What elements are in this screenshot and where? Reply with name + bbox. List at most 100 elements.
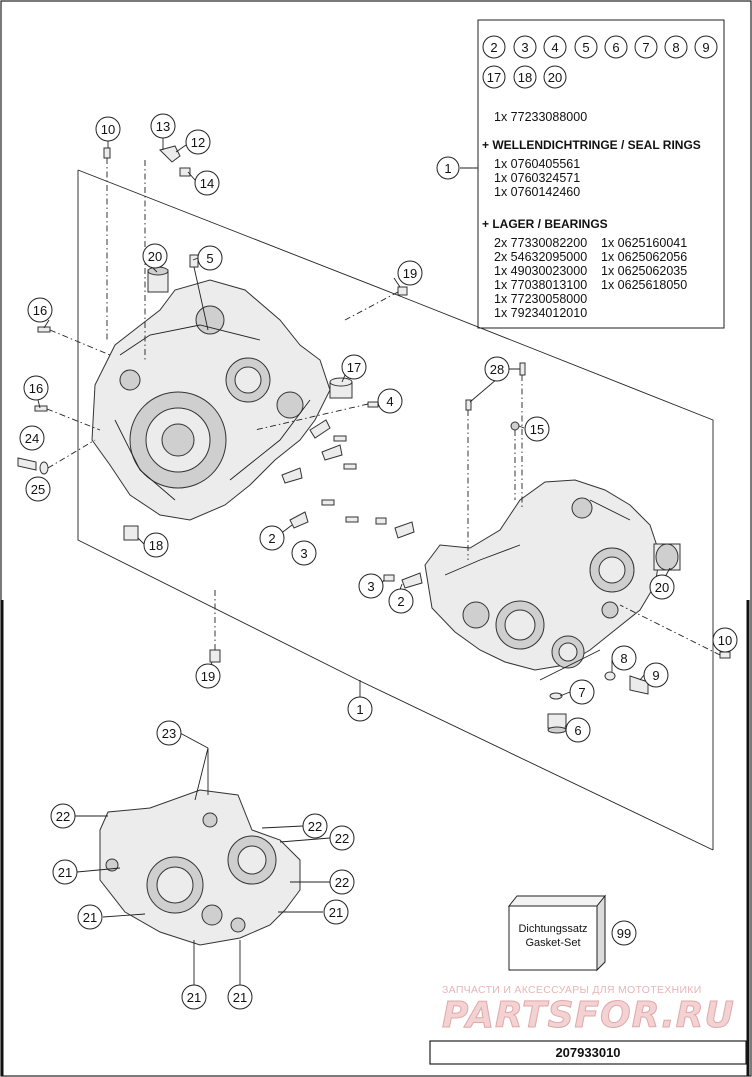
svg-text:8: 8: [620, 651, 627, 666]
callout-3-right: 3: [358, 573, 384, 599]
callout-2-left: 2: [259, 525, 285, 551]
svg-text:25: 25: [31, 482, 45, 497]
svg-text:24: 24: [25, 431, 39, 446]
svg-text:22: 22: [335, 831, 349, 846]
kit-bearing-item: 1x 77230058000: [494, 292, 587, 306]
callout-10-right: 10: [712, 627, 738, 653]
left-crankcase-half: [91, 279, 331, 521]
svg-text:14: 14: [200, 176, 214, 191]
kit-bearing-item: 1x 79234012010: [494, 306, 587, 320]
kit-bearing-item: 2x 54632095000: [494, 250, 587, 264]
kit-seal-item: 1x 0760405561: [494, 157, 580, 171]
svg-text:12: 12: [191, 135, 205, 150]
callout-1-kit: 1: [444, 161, 451, 176]
callout-24: 24: [19, 425, 45, 451]
svg-text:10: 10: [718, 633, 732, 648]
kit-circle-row-1: 2 3 4 5 6 7 8 9: [482, 35, 718, 59]
kit-bearing-item: 1x 0625618050: [601, 278, 687, 292]
svg-text:2: 2: [397, 594, 404, 609]
kit-bearing-item: 1x 0625160041: [601, 236, 687, 250]
gasket-label-en: Gasket-Set: [525, 937, 580, 949]
callout-22-d: 22: [329, 869, 355, 895]
callout-16-b: 16: [23, 375, 49, 401]
kit-circle-label: 17: [487, 70, 501, 85]
kit-seal-item: 1x 0760142460: [494, 185, 580, 199]
kit-circle-label: 20: [548, 70, 562, 85]
callouts: 10 13 12 14 20 5 19 16 17 16 4 24 25 18 …: [19, 113, 738, 1010]
svg-text:4: 4: [386, 394, 393, 409]
callout-22-a: 22: [50, 803, 76, 829]
callout-21-e: 21: [227, 984, 253, 1010]
assembly-frame-lines: [77, 169, 714, 851]
kit-seal-heading: + WELLENDICHTRINGE / SEAL RINGS: [482, 138, 701, 152]
kit-bearing-item: 1x 0625062035: [601, 264, 687, 278]
callout-14: 14: [194, 170, 220, 196]
bottom-leader-lines: [75, 732, 331, 985]
svg-text:19: 19: [201, 669, 215, 684]
callout-6: 6: [565, 717, 591, 743]
svg-text:21: 21: [187, 990, 201, 1005]
callout-17: 17: [341, 354, 367, 380]
svg-text:1: 1: [356, 702, 363, 717]
svg-text:99: 99: [617, 926, 631, 941]
callout-21-c: 21: [323, 899, 349, 925]
kit-circle-label: 3: [521, 40, 528, 55]
svg-text:16: 16: [29, 381, 43, 396]
callout-13: 13: [150, 113, 176, 139]
callout-3-left: 3: [291, 540, 317, 566]
callout-99: 99: [611, 920, 637, 946]
svg-text:22: 22: [335, 875, 349, 890]
kit-circle-row-2: 17 18 20: [482, 65, 567, 89]
svg-text:20: 20: [148, 249, 162, 264]
kit-seal-item: 1x 0760324571: [494, 171, 580, 185]
gasket-set-box: Dichtungssatz Gasket-Set: [507, 894, 607, 972]
watermark-brand: PARTSFOR.RU: [442, 995, 735, 1036]
kit-bearing-item: 2x 77330082200: [494, 236, 587, 250]
doc-number: 207933010: [555, 1045, 620, 1060]
callout-21-b: 21: [77, 904, 103, 930]
callout-8: 8: [611, 645, 637, 671]
right-small-parts: [375, 362, 731, 734]
callout-15: 15: [524, 416, 550, 442]
callout-1-bottom: 1: [347, 696, 373, 722]
callout-20-right: 20: [649, 574, 675, 600]
svg-text:19: 19: [403, 266, 417, 281]
kit-circle-label: 4: [551, 40, 558, 55]
svg-text:21: 21: [233, 990, 247, 1005]
svg-text:22: 22: [308, 819, 322, 834]
doc-number-box: [429, 1040, 747, 1065]
svg-text:16: 16: [33, 303, 47, 318]
svg-text:15: 15: [530, 422, 544, 437]
kit-circle-label: 6: [612, 40, 619, 55]
callout-7: 7: [569, 679, 595, 705]
callout-22-c: 22: [329, 825, 355, 851]
svg-text:23: 23: [162, 726, 176, 741]
callout-4: 4: [377, 388, 403, 414]
svg-text:22: 22: [56, 809, 70, 824]
svg-text:9: 9: [652, 668, 659, 683]
kit-circle-label: 18: [518, 70, 532, 85]
svg-text:21: 21: [329, 905, 343, 920]
svg-text:3: 3: [300, 546, 307, 561]
callout-16-a: 16: [27, 297, 53, 323]
kit-bearing-item: 1x 77038013100: [494, 278, 587, 292]
callout-23: 23: [156, 720, 182, 746]
watermark-tagline: ЗАПЧАСТИ И АКСЕССУАРЫ ДЛЯ МОТОТЕХНИКИ: [442, 984, 702, 996]
callout-5: 5: [197, 245, 223, 271]
svg-text:21: 21: [83, 910, 97, 925]
svg-text:5: 5: [206, 251, 213, 266]
left-small-parts: [17, 145, 408, 663]
svg-text:3: 3: [367, 579, 374, 594]
svg-text:18: 18: [149, 538, 163, 553]
callout-19-top: 19: [397, 260, 423, 286]
bottom-crankcase-view: [99, 789, 301, 946]
callout-21-d: 21: [181, 984, 207, 1010]
kit-bearing-item: 1x 0625062056: [601, 250, 687, 264]
callout-28: 28: [484, 356, 510, 382]
kit-bearing-item: 1x 49030023000: [494, 264, 587, 278]
kit-box: 2 3 4 5 6 7 8 9 17 18 20 1x 77233088000 …: [477, 19, 725, 329]
svg-text:21: 21: [58, 865, 72, 880]
kit-main-part: 1x 77233088000: [494, 110, 587, 124]
kit-bearing-heading: + LAGER / BEARINGS: [482, 217, 608, 231]
